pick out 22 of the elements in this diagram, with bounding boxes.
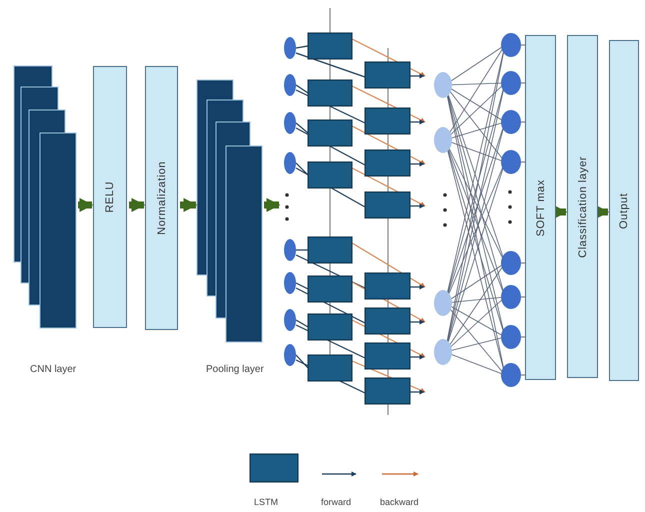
layer-label: Normalization: [156, 161, 168, 235]
layer-bar: [93, 66, 127, 328]
block-arrow: [180, 198, 198, 212]
layer-label: Classification layer: [576, 156, 588, 258]
block-arrow: [129, 198, 146, 212]
layer-caption: Pooling layer: [206, 364, 264, 375]
bilstm-network-drawing: [284, 8, 526, 416]
legend-label: backward: [380, 497, 419, 507]
layer-bar: [567, 35, 598, 378]
feature-map-stack: [196, 80, 262, 342]
layer-bar: [145, 66, 178, 330]
legend-label: LSTM: [254, 497, 278, 507]
layer-label: RELU: [104, 181, 116, 213]
layer-caption: CNN layer: [30, 364, 76, 375]
layer-bar: [525, 35, 556, 380]
feature-map-stack: [14, 66, 76, 328]
block-arrow: [264, 198, 280, 212]
block-arrow: [78, 198, 94, 212]
layer-bar: [609, 40, 639, 381]
legend-label: forward: [321, 497, 352, 507]
layer-label: SOFT max: [534, 179, 546, 236]
layer-label: Output: [618, 192, 630, 229]
